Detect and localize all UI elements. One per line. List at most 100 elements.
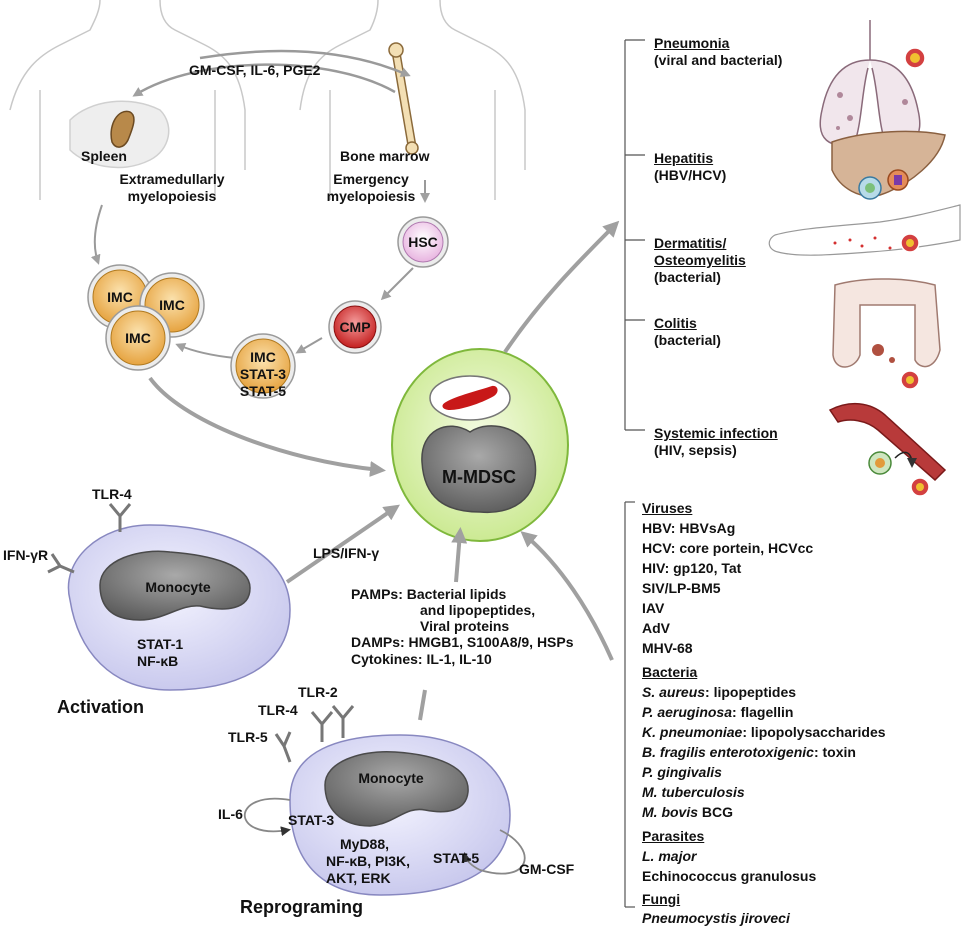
virus-item: IAV [642, 600, 665, 616]
imc-cell-single [230, 333, 296, 399]
cytokine-arrow [132, 63, 396, 97]
activation-monocyte-label: Monocyte [145, 579, 211, 595]
extramedullary-label-1: Extramedullarly [119, 171, 225, 187]
hsc-to-cmp-arrow [380, 267, 414, 301]
bacteria-name: B. fragilis enterotoxigenic [642, 744, 814, 760]
signals-arrow [451, 527, 468, 583]
disease-detail-colitis: (bacterial) [654, 332, 721, 348]
disease-bracket [624, 39, 645, 431]
pamps-label-2: and lipopeptides, [420, 602, 536, 618]
bacteria-detail: : toxin [813, 744, 856, 760]
myd88-label: MyD88, [340, 836, 390, 852]
reprog-stat3-label: STAT-3 [288, 812, 335, 828]
pathogen-bracket [624, 501, 635, 908]
lps-ifng-label: LPS/IFN-γ [313, 545, 380, 561]
activation-title: Activation [57, 697, 145, 717]
bacteria-detail: : lipopeptides [705, 684, 797, 700]
reprogramming-monocyte [289, 734, 511, 896]
imc-label-single: IMC [250, 349, 276, 365]
viruses-header: Viruses [642, 500, 693, 516]
bacteria-header: Bacteria [642, 664, 698, 680]
arm-icon [768, 204, 961, 256]
parasite-item: L. major [642, 848, 697, 864]
spleen-icon [110, 110, 135, 148]
mdsc-to-diseases-arrow [503, 220, 620, 354]
blood-vessel-icon [828, 403, 947, 497]
ifngr-label: IFN-γR [3, 547, 49, 563]
tlr-receptors-reprogramming [274, 705, 355, 763]
imc-to-cluster-arrow [175, 343, 236, 359]
imc-label-3: IMC [125, 330, 151, 346]
reprogramming-title: Reprograming [240, 897, 364, 917]
cytokines-signal-label: Cytokines: IL-1, IL-10 [351, 651, 492, 667]
virus-item: HCV: core portein, HCVcc [642, 540, 814, 556]
imc-cluster [87, 264, 205, 371]
reprog-monocyte-label: Monocyte [358, 770, 424, 786]
imc-stat5-label: STAT-5 [239, 383, 287, 399]
bacteria-item: B. fragilis enterotoxigenic: toxin [642, 744, 856, 761]
extramedullary-label-2: myelopoiesis [127, 188, 217, 204]
hsc-cell [397, 216, 449, 268]
lps-arrow [285, 504, 400, 584]
disease-detail-dermatitis: (bacterial) [654, 269, 721, 285]
activation-monocyte [67, 524, 291, 691]
body-outline-right [299, 0, 526, 200]
bacteria-item: M. bovis BCG [642, 804, 733, 821]
bacteria-name: P. aeruginosa [642, 704, 733, 720]
disease-detail-systemic: (HIV, sepsis) [654, 442, 737, 458]
bacteria-detail: BCG [698, 804, 734, 820]
extramedullary-arrow [90, 204, 103, 265]
damps-label: DAMPs: HMGB1, S100A8/9, HSPs [351, 634, 574, 650]
bacteria-item: P. gingivalis [642, 764, 722, 781]
body-outline-left [9, 0, 246, 200]
activation-tlr4-label: TLR-4 [92, 486, 132, 502]
lungs-icon [819, 20, 926, 146]
bone-icon [388, 42, 419, 155]
bone-marrow-label: Bone marrow [340, 148, 430, 164]
pathogen-arrow [520, 531, 614, 661]
hsc-label: HSC [408, 234, 438, 250]
cytokine-arrow-back [199, 49, 411, 77]
fungi-header: Fungi [642, 891, 681, 907]
mmdsc-cell [391, 348, 569, 542]
red-granule [442, 385, 498, 410]
ifngr-receptor [47, 553, 75, 574]
emergency-label-2: myelopoiesis [326, 188, 416, 204]
imc-stat3-label: STAT-3 [239, 366, 287, 382]
spleen-label: Spleen [81, 148, 127, 164]
bacteria-name: S. aureus [642, 684, 706, 700]
reprog-tlr4-label: TLR-4 [258, 702, 298, 718]
pamps-label-3: Viral proteins [420, 618, 510, 634]
colon-icon [832, 278, 941, 390]
nfkb-pi3k-label: NF-κB, PI3K, [326, 853, 411, 869]
tlr4-receptor-activation [108, 503, 132, 532]
akt-erk-label: AKT, ERK [326, 870, 391, 886]
cluster-to-mdsc-arrow [148, 376, 386, 477]
virus-item: SIV/LP-BM5 [642, 580, 721, 596]
disease-title-hepatitis: Hepatitis [654, 150, 714, 166]
disease-title-systemic: Systemic infection [654, 425, 778, 441]
parasite-item: Echinococcus granulosus [642, 868, 817, 884]
virus-item: MHV-68 [642, 640, 693, 656]
bacteria-name: P. gingivalis [642, 764, 722, 780]
bacteria-detail: : lipopolysaccharides [742, 724, 886, 740]
reprog-stat5-label: STAT-5 [433, 850, 480, 866]
imc-label-2: IMC [159, 297, 185, 313]
bacteria-name: K. pneumoniae [642, 724, 743, 740]
bacteria-name: M. bovis [642, 804, 699, 820]
emergency-label-1: Emergency [333, 171, 409, 187]
bacteria-name: M. tuberculosis [642, 784, 745, 800]
cmp-cell [328, 300, 382, 354]
mmdsc-label: M-MDSC [442, 467, 516, 487]
liver-icon [831, 130, 946, 200]
bacteria-item: M. tuberculosis [642, 784, 745, 801]
disease-title-osteomyelitis: Osteomyelitis [654, 252, 746, 268]
disease-title-dermatitis: Dermatitis/ [654, 235, 727, 251]
virus-item: HBV: HBVsAg [642, 520, 736, 536]
disease-title-pneumonia: Pneumonia [654, 35, 730, 51]
disease-detail-hepatitis: (HBV/HCV) [654, 167, 727, 183]
gmcsf-loop-arrow [461, 829, 526, 875]
pamps-label: PAMPs: Bacterial lipids [351, 586, 507, 602]
